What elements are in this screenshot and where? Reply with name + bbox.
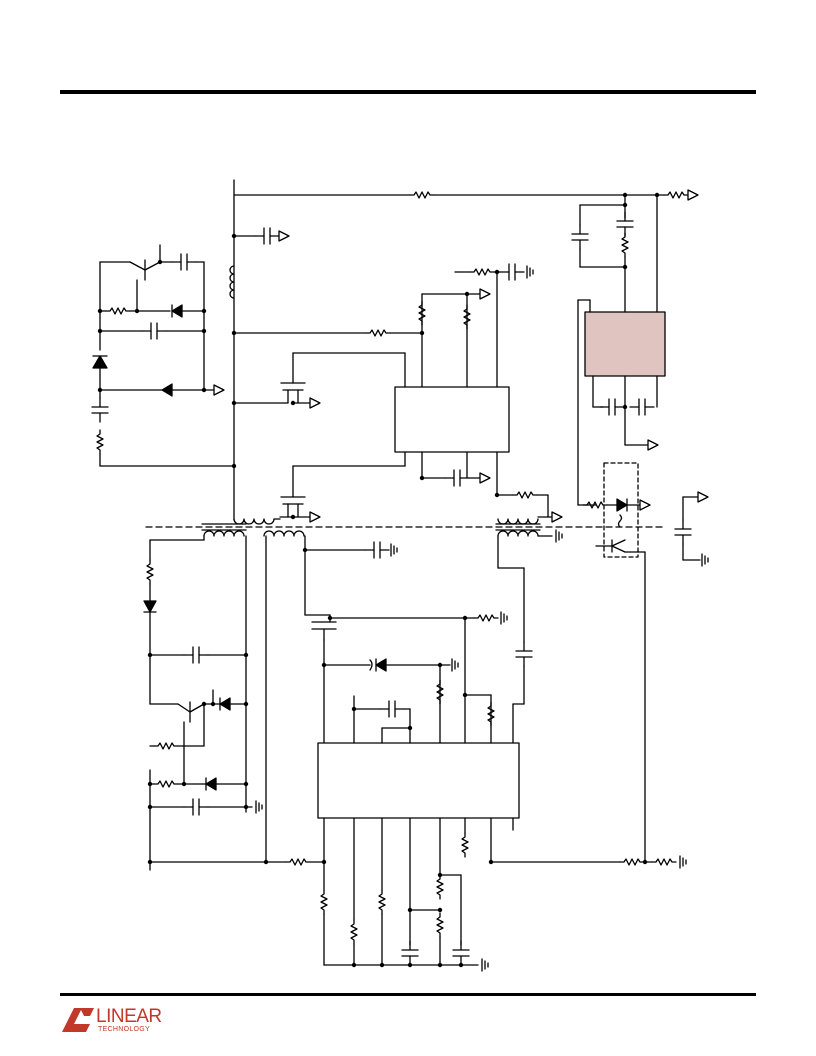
output-reference-block [571, 194, 666, 506]
primary-mosfet-upper [233, 382, 321, 409]
linear-technology-logo: LINEAR TECHNOLOGY [60, 1004, 180, 1044]
primary-mosfet-lower [279, 496, 321, 523]
input-rail [231, 179, 699, 521]
input-inductor [229, 265, 235, 299]
primary-controller-ic [233, 263, 534, 498]
header-rule [60, 90, 756, 94]
logo-subtitle: TECHNOLOGY [98, 1026, 151, 1033]
left-bias-network [91, 244, 235, 467]
secondary-bias-network [143, 539, 327, 871]
linear-logo-icon [62, 1008, 94, 1032]
logo-wordmark: LINEAR [96, 1006, 162, 1027]
highlighted-ic-block [584, 311, 666, 377]
transformer-primary [233, 491, 563, 525]
input-capacitor [233, 227, 290, 245]
transformer-secondary [149, 529, 563, 863]
optocoupler [582, 462, 651, 863]
output-capacitor-right [674, 491, 709, 567]
synchronous-mosfet [304, 611, 508, 744]
footer-rule [60, 993, 756, 996]
secondary-controller-ic [317, 617, 687, 972]
